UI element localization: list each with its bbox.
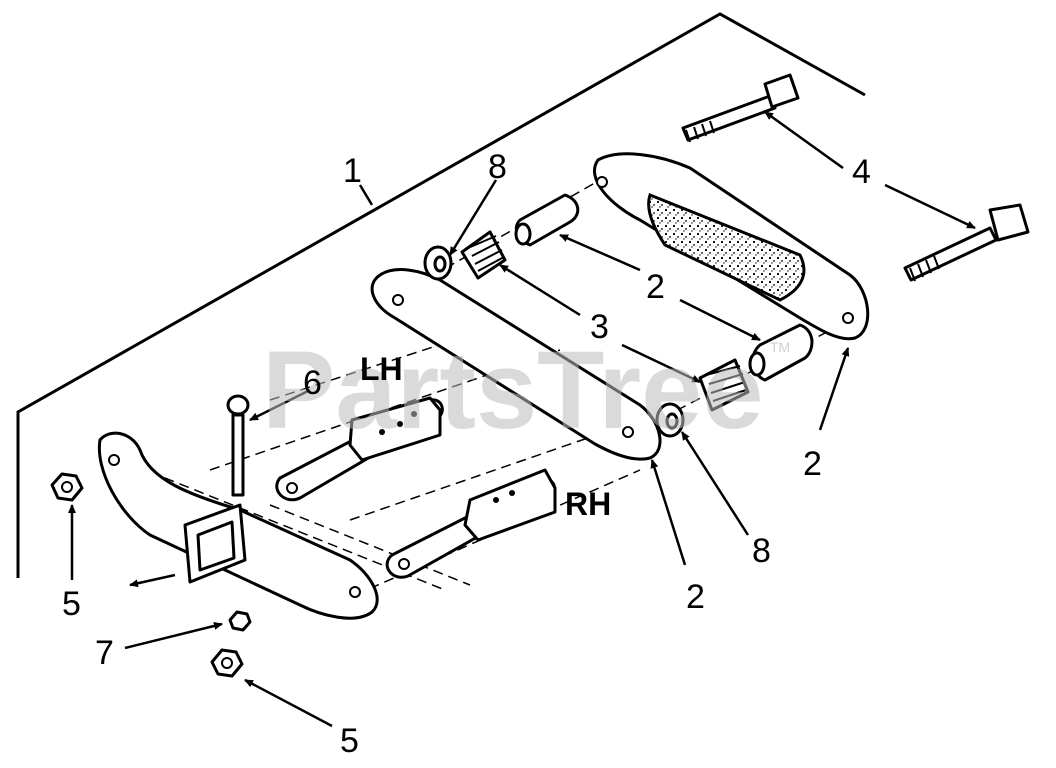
assembly-frame bbox=[16, 12, 866, 578]
callout-5-left: 5 bbox=[62, 585, 81, 623]
callout-5-bottom: 5 bbox=[340, 722, 359, 760]
leader-lines bbox=[68, 110, 976, 728]
spacer-tubes bbox=[514, 193, 814, 382]
callout-8-lower: 8 bbox=[752, 532, 771, 570]
watermark-text: PartsTree bbox=[262, 329, 763, 452]
callout-2-right: 2 bbox=[803, 445, 822, 483]
weight-bracket-front bbox=[370, 268, 662, 461]
side-label-lh: LH bbox=[360, 351, 403, 387]
callout-8-top: 8 bbox=[488, 148, 507, 186]
cap-screw bbox=[226, 394, 250, 497]
watermark-trademark: TM bbox=[770, 339, 790, 355]
weight-bracket-rear bbox=[593, 152, 870, 341]
nuts bbox=[50, 472, 252, 678]
callout-7: 7 bbox=[95, 634, 114, 672]
long-bolts bbox=[681, 73, 1030, 282]
callout-3: 3 bbox=[590, 308, 609, 346]
watermark: PartsTree TM bbox=[262, 329, 790, 452]
drawbar-bracket bbox=[97, 431, 379, 620]
callout-2-lower: 2 bbox=[686, 578, 705, 616]
hitch-plate-rh bbox=[385, 468, 557, 579]
callout-1: 1 bbox=[343, 152, 362, 190]
callout-2-upper: 2 bbox=[646, 268, 665, 306]
washers bbox=[423, 245, 685, 438]
callout-labels: 1 8 4 2 3 6 2 8 2 5 7 5 LH RH bbox=[62, 148, 871, 760]
springs bbox=[460, 230, 750, 412]
side-label-rh: RH bbox=[565, 486, 611, 522]
callout-6: 6 bbox=[303, 364, 322, 402]
callout-4: 4 bbox=[852, 153, 871, 191]
hitch-plate-lh bbox=[275, 396, 444, 502]
